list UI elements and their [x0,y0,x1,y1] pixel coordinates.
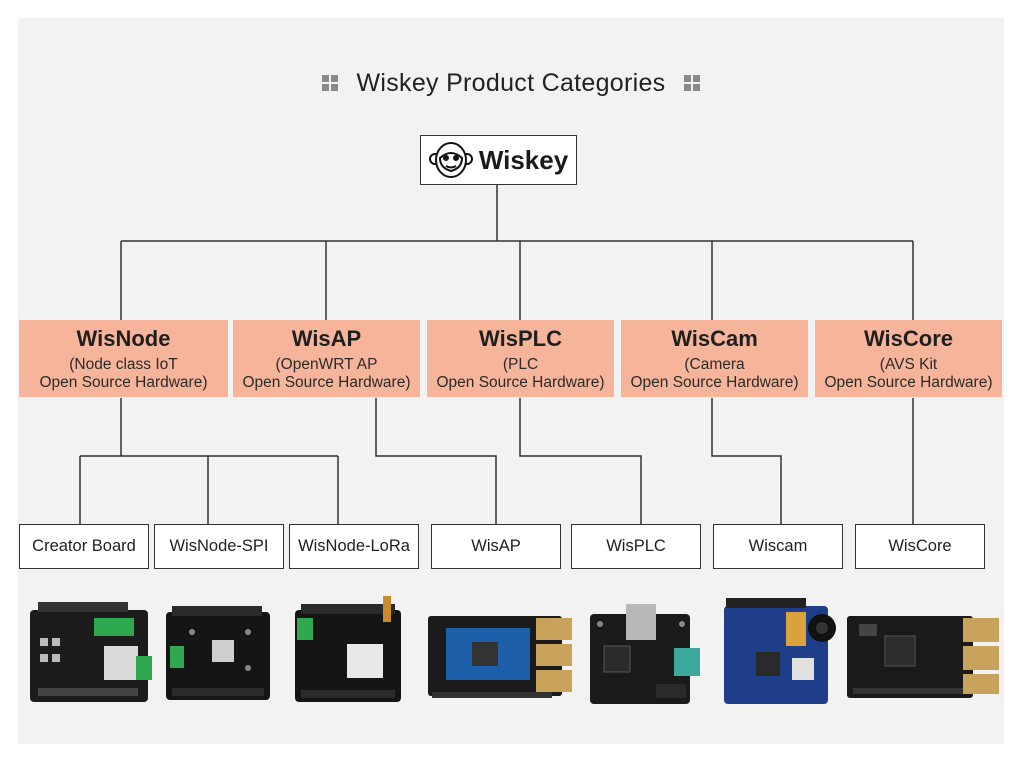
category-description: (Node class IoT Open Source Hardware) [39,356,208,391]
wisap-image [428,616,572,698]
category-wisnode: WisNode (Node class IoT Open Source Hard… [19,320,228,397]
product-creator-board: Creator Board [19,524,149,569]
connector-wiscam [711,398,782,524]
category-description: (PLC Open Source Hardware) [436,356,605,391]
product-wisplc: WisPLC [571,524,701,569]
category-name: WisCam [671,326,758,351]
category-wisplc: WisPLC (PLC Open Source Hardware) [427,320,614,397]
creator-board-image [30,602,152,702]
product-wisnode-spi: WisNode-SPI [154,524,284,569]
grid-icon [683,75,700,91]
product-wiscam: Wiscam [713,524,843,569]
wiscam-image [724,598,836,704]
category-wiscam: WisCam (Camera Open Source Hardware) [621,320,808,397]
category-name: WisNode [76,326,171,351]
connector-wisplc [519,398,642,524]
product-wiscore: WisCore [855,524,985,569]
category-name: WisCore [863,326,954,351]
grid-icon [322,75,339,91]
wisnode-spi-image [166,606,270,700]
product-wisnode-lora: WisNode-LoRa [289,524,419,569]
monkey-logo-icon [428,142,473,178]
wiscore-image [847,616,999,698]
connector-wisnode [79,398,339,524]
category-wisap: WisAP (OpenWRT AP Open Source Hardware) [233,320,420,397]
category-description: (OpenWRT AP Open Source Hardware) [242,356,411,391]
category-name: WisAP [291,326,362,351]
wisplc-image [590,604,700,704]
category-description: (AVS Kit Open Source Hardware) [824,356,993,391]
diagram-title: Wiskey Product Categories [0,66,1022,100]
root-node: Wiskey [420,135,577,185]
title-text: Wiskey Product Categories [356,68,666,97]
category-wiscore: WisCore (AVS Kit Open Source Hardware) [815,320,1002,397]
root-label: Wiskey [478,144,569,175]
category-description: (Camera Open Source Hardware) [630,356,799,391]
category-name: WisPLC [479,326,562,351]
connector-wisap [375,398,497,524]
product-wisap: WisAP [431,524,561,569]
wisnode-lora-image [295,596,401,702]
